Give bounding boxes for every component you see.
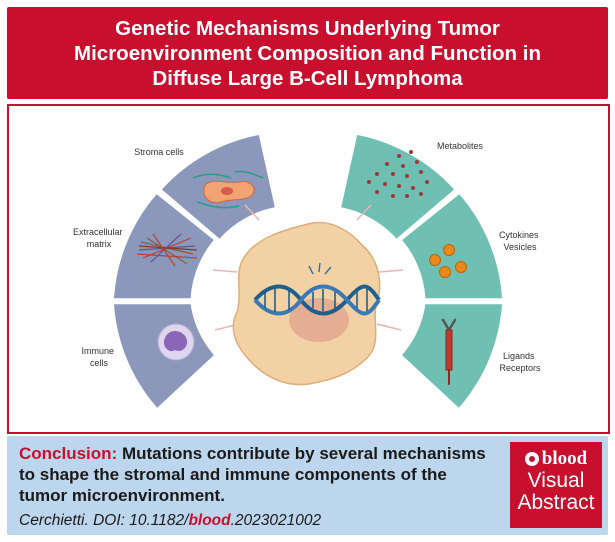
title-banner: Genetic Mechanisms Underlying Tumor Micr… xyxy=(7,7,608,99)
tumor-microenvironment-diagram: Stroma cells Extracellular matrix Immune… xyxy=(73,135,541,408)
conclusion-panel: Conclusion: Mutations contribute by seve… xyxy=(7,436,608,535)
blood-logo-word: blood xyxy=(541,448,588,469)
conclusion-body: Mutations contribute by several mechanis… xyxy=(19,444,486,505)
citation-journal: blood xyxy=(188,512,231,529)
label-stroma-cells: Stroma cells xyxy=(134,147,184,157)
blood-drop-icon xyxy=(524,452,539,466)
conclusion-text: Conclusion: Mutations contribute by seve… xyxy=(19,443,494,506)
immune-cell-icon xyxy=(157,323,195,361)
stroma-cell-icon xyxy=(192,170,264,209)
tumor-cell-dna-icon xyxy=(232,221,381,386)
metabolites-icon xyxy=(367,150,429,198)
left-segment-immune xyxy=(114,304,214,408)
page-title: Genetic Mechanisms Underlying Tumor Micr… xyxy=(74,16,541,90)
badge-visual: Visual xyxy=(527,469,585,492)
extracellular-matrix-icon xyxy=(136,233,198,267)
cytokine-vesicle-icon xyxy=(429,244,467,278)
citation: Cerchietti. DOI: 10.1182/blood.202302100… xyxy=(19,512,321,530)
ligand-receptor-icon xyxy=(441,318,457,385)
citation-prefix: Cerchietti. DOI: 10.1182/ xyxy=(19,512,189,529)
left-segment-matrix xyxy=(114,194,214,299)
blood-logo: blood xyxy=(510,448,602,470)
label-immune-cells: Immune cells xyxy=(81,346,116,368)
diagram-frame: Stroma cells Extracellular matrix Immune… xyxy=(7,104,610,434)
label-metabolites: Metabolites xyxy=(437,141,484,151)
connector-lines xyxy=(212,204,404,331)
badge-abstract: Abstract xyxy=(517,491,595,514)
label-ligands-receptors: Ligands Receptors xyxy=(499,351,541,373)
blood-visual-abstract-badge: blood Visual Abstract xyxy=(510,442,602,528)
label-extracellular-matrix: Extracellular matrix xyxy=(73,227,125,249)
label-cytokines-vesicles: Cytokines Vesicles xyxy=(499,230,541,252)
citation-suffix: .2023021002 xyxy=(230,512,322,529)
conclusion-label: Conclusion: xyxy=(19,444,118,463)
